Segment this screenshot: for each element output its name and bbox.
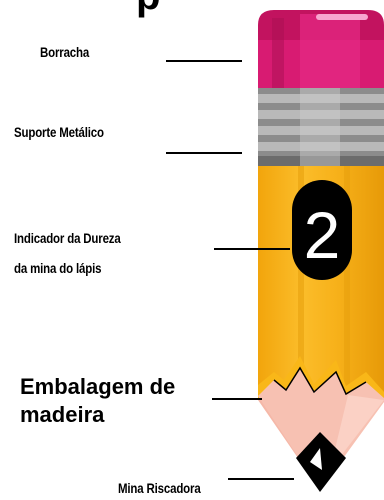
eraser [258, 10, 384, 88]
callout-line-lead [228, 478, 294, 480]
eraser-highlight [316, 14, 368, 20]
label-wood-line1: Embalagem de [20, 374, 176, 399]
grade-indicator [292, 180, 352, 280]
label-lead: Mina Riscadora [118, 480, 201, 496]
grade-value: 2 [304, 198, 341, 272]
title-fragment: p [136, 0, 160, 19]
metal-ferrule [258, 88, 384, 166]
label-grade-line1: Indicador da Dureza [14, 230, 121, 246]
label-grade-line2: da mina do lápis [14, 260, 102, 276]
pencil-lead [296, 432, 346, 492]
label-ferrule: Suporte Metálico [14, 124, 104, 140]
callout-line-ferrule [166, 152, 242, 154]
callout-line-grade [214, 248, 290, 250]
callout-line-wood [212, 398, 262, 400]
callout-line-eraser [166, 60, 242, 62]
label-eraser: Borracha [40, 44, 90, 60]
label-wood-line2: madeira [20, 402, 105, 427]
